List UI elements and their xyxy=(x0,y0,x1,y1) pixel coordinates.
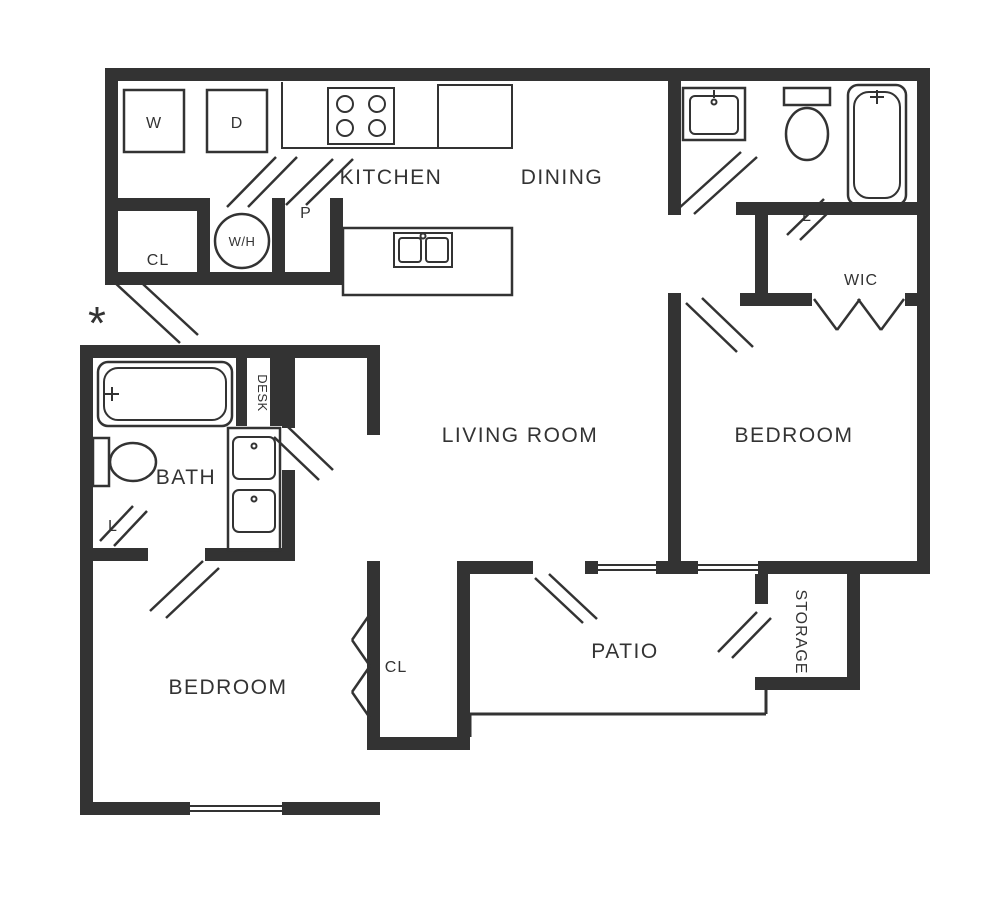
wic-label: WIC xyxy=(844,272,878,289)
laundry-door-swing xyxy=(226,156,298,208)
linen-lower-door-swing xyxy=(99,505,148,547)
bath-hall-door-swing xyxy=(273,426,334,481)
bath-upper-door-swing xyxy=(677,151,758,215)
washer-box xyxy=(122,88,186,154)
patio-door-swing xyxy=(534,573,598,624)
entry-door-swing xyxy=(112,272,199,344)
wic-door-swing xyxy=(812,298,906,331)
walls xyxy=(80,68,930,815)
stove-icon xyxy=(327,87,395,145)
kitchen-island xyxy=(341,226,514,297)
bath-upper-tub-icon xyxy=(846,83,908,207)
entry-marker: * xyxy=(88,297,106,349)
closet-lower-label: CL xyxy=(385,659,407,676)
storage-door-swing xyxy=(717,611,772,659)
kitchen-counter xyxy=(281,82,513,149)
patio-label: PATIO xyxy=(591,640,658,663)
bath-lower-tub-icon xyxy=(96,360,234,428)
bath-upper-toilet-icon xyxy=(782,86,832,162)
linen-lower-label: L xyxy=(108,518,118,535)
washer-label: W xyxy=(146,115,162,132)
bath-upper-sink-icon xyxy=(681,86,747,142)
bath-bedroom-door-swing xyxy=(149,560,220,619)
living-room-label: LIVING ROOM xyxy=(442,424,599,447)
dryer-box xyxy=(205,88,269,154)
bedroom-right-door-swing xyxy=(685,297,754,353)
pantry-door-swing xyxy=(285,158,354,206)
dining-label: DINING xyxy=(521,166,604,189)
bedroom-left-label: BEDROOM xyxy=(168,676,287,699)
patio-edge xyxy=(468,690,768,737)
water-heater-icon xyxy=(213,212,271,270)
windows xyxy=(190,561,758,815)
pantry-label: P xyxy=(300,205,312,222)
water-heater-label: W/H xyxy=(229,234,256,249)
labels: W D KITCHEN DINING P W/H CL * L WIC BEDR… xyxy=(88,115,878,699)
bath-lower-vanity-icon xyxy=(226,426,282,552)
bedroom-right-label: BEDROOM xyxy=(734,424,853,447)
bath-label: BATH xyxy=(156,466,216,489)
dryer-label: D xyxy=(231,115,244,132)
desk-label: DESK xyxy=(255,374,270,411)
closet-bifold-doors xyxy=(350,613,372,719)
bath-lower-toilet-icon xyxy=(91,436,158,488)
storage-label: STORAGE xyxy=(792,590,809,675)
kitchen-label: KITCHEN xyxy=(340,166,443,189)
linen-upper-label: L xyxy=(802,208,812,225)
entry-closet-label: CL xyxy=(147,252,169,269)
linen-upper-door-swing xyxy=(786,198,838,241)
